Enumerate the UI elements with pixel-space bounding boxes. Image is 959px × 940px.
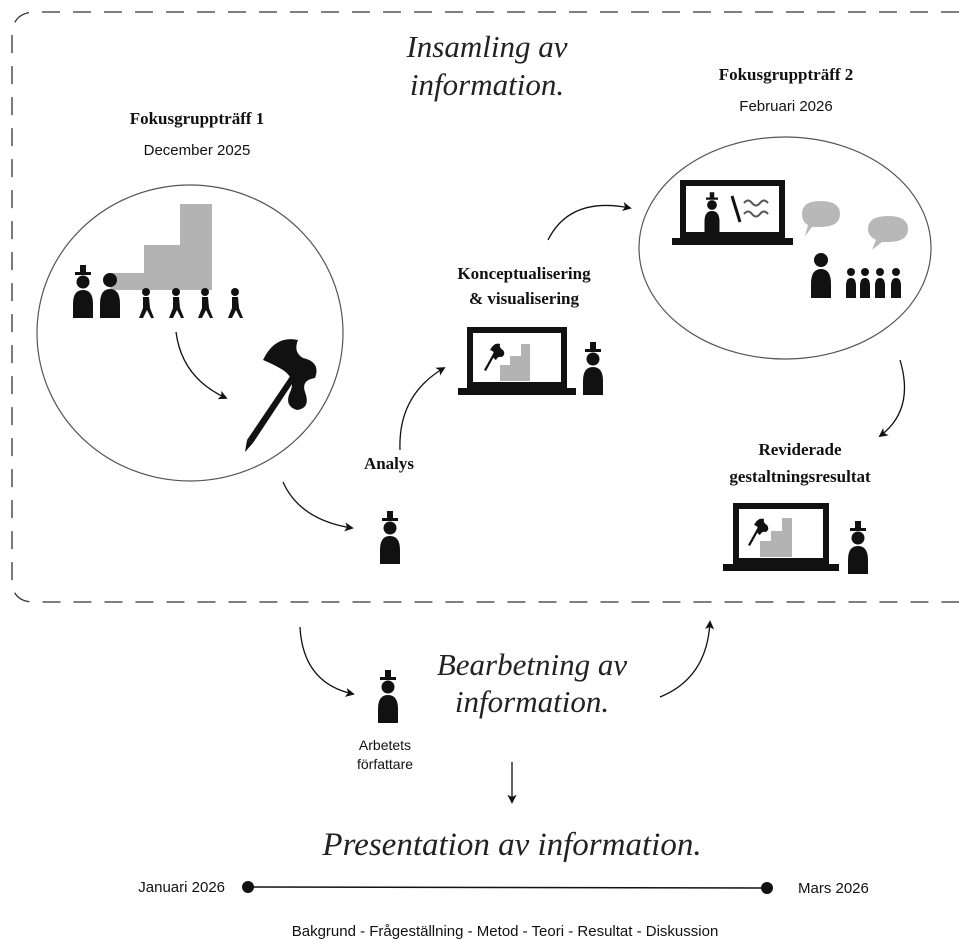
arrow-to-focus-group-2 [547, 202, 632, 241]
timeline-end-label: Mars 2026 [798, 880, 869, 897]
walker-icon [228, 288, 243, 318]
analyst-icon [380, 511, 400, 564]
participant-icon [875, 268, 885, 298]
analysis-label: Analys [364, 454, 414, 473]
timeline-end-dot [761, 882, 773, 894]
focus-group-2-date: Februari 2026 [739, 98, 832, 115]
collection-title-line2: information. [410, 67, 564, 102]
arrow-to-author [299, 626, 355, 697]
revised-label-line1: Reviderade [758, 440, 842, 459]
author-label-line1: Arbetets [359, 737, 411, 753]
revised-label-line2: gestaltningsresultat [729, 467, 871, 486]
speech-bubble-icon [802, 201, 840, 236]
focus-group-1-date: December 2025 [144, 142, 251, 159]
participant-icon [891, 268, 901, 298]
timeline-start-dot [242, 881, 254, 893]
arrow-to-revised [878, 359, 906, 438]
focus-group-2-circle [638, 136, 932, 360]
person-hat-icon [73, 265, 93, 318]
author-label-line2: författare [357, 756, 413, 772]
arrow-to-concept [399, 367, 446, 451]
concept-monitor-icon [458, 327, 576, 395]
arrow-to-analysis [282, 481, 354, 532]
revised-monitor-icon [723, 503, 839, 571]
brush-palette-icon [245, 339, 317, 452]
facilitator-icon [811, 253, 831, 298]
arrow-up-right [659, 620, 715, 698]
walker-icon [139, 288, 154, 318]
presentation-title: Presentation av information. [321, 827, 701, 863]
presentation-screen-icon [672, 180, 793, 245]
participant-icon [860, 268, 870, 298]
report-sections: Bakgrund - Frågeställning - Metod - Teor… [292, 923, 719, 940]
reviewer-icon [848, 521, 868, 574]
timeline-line [247, 886, 768, 889]
processing-title-line1: Bearbetning av [437, 647, 627, 682]
author-icon [378, 670, 398, 723]
walker-icon [169, 288, 184, 318]
focus-group-1-circle [36, 184, 344, 482]
arrow-to-brush [175, 331, 228, 400]
staircase-shape [110, 204, 212, 290]
walker-icon [198, 288, 213, 318]
collection-title-line1: Insamling av [405, 29, 567, 64]
participant-icon [846, 268, 856, 298]
collection-boundary [11, 11, 959, 603]
concept-label-line2: & visualisering [469, 289, 580, 308]
processing-title-line2: information. [455, 684, 609, 719]
focus-group-2-title: Fokusgruppträff 2 [719, 65, 854, 84]
focus-group-1-title: Fokusgruppträff 1 [130, 109, 265, 128]
designer-icon [583, 342, 603, 395]
concept-label-line1: Konceptualisering [457, 264, 591, 283]
speech-bubble-icon [868, 216, 908, 250]
timeline-start-label: Januari 2026 [138, 879, 225, 896]
